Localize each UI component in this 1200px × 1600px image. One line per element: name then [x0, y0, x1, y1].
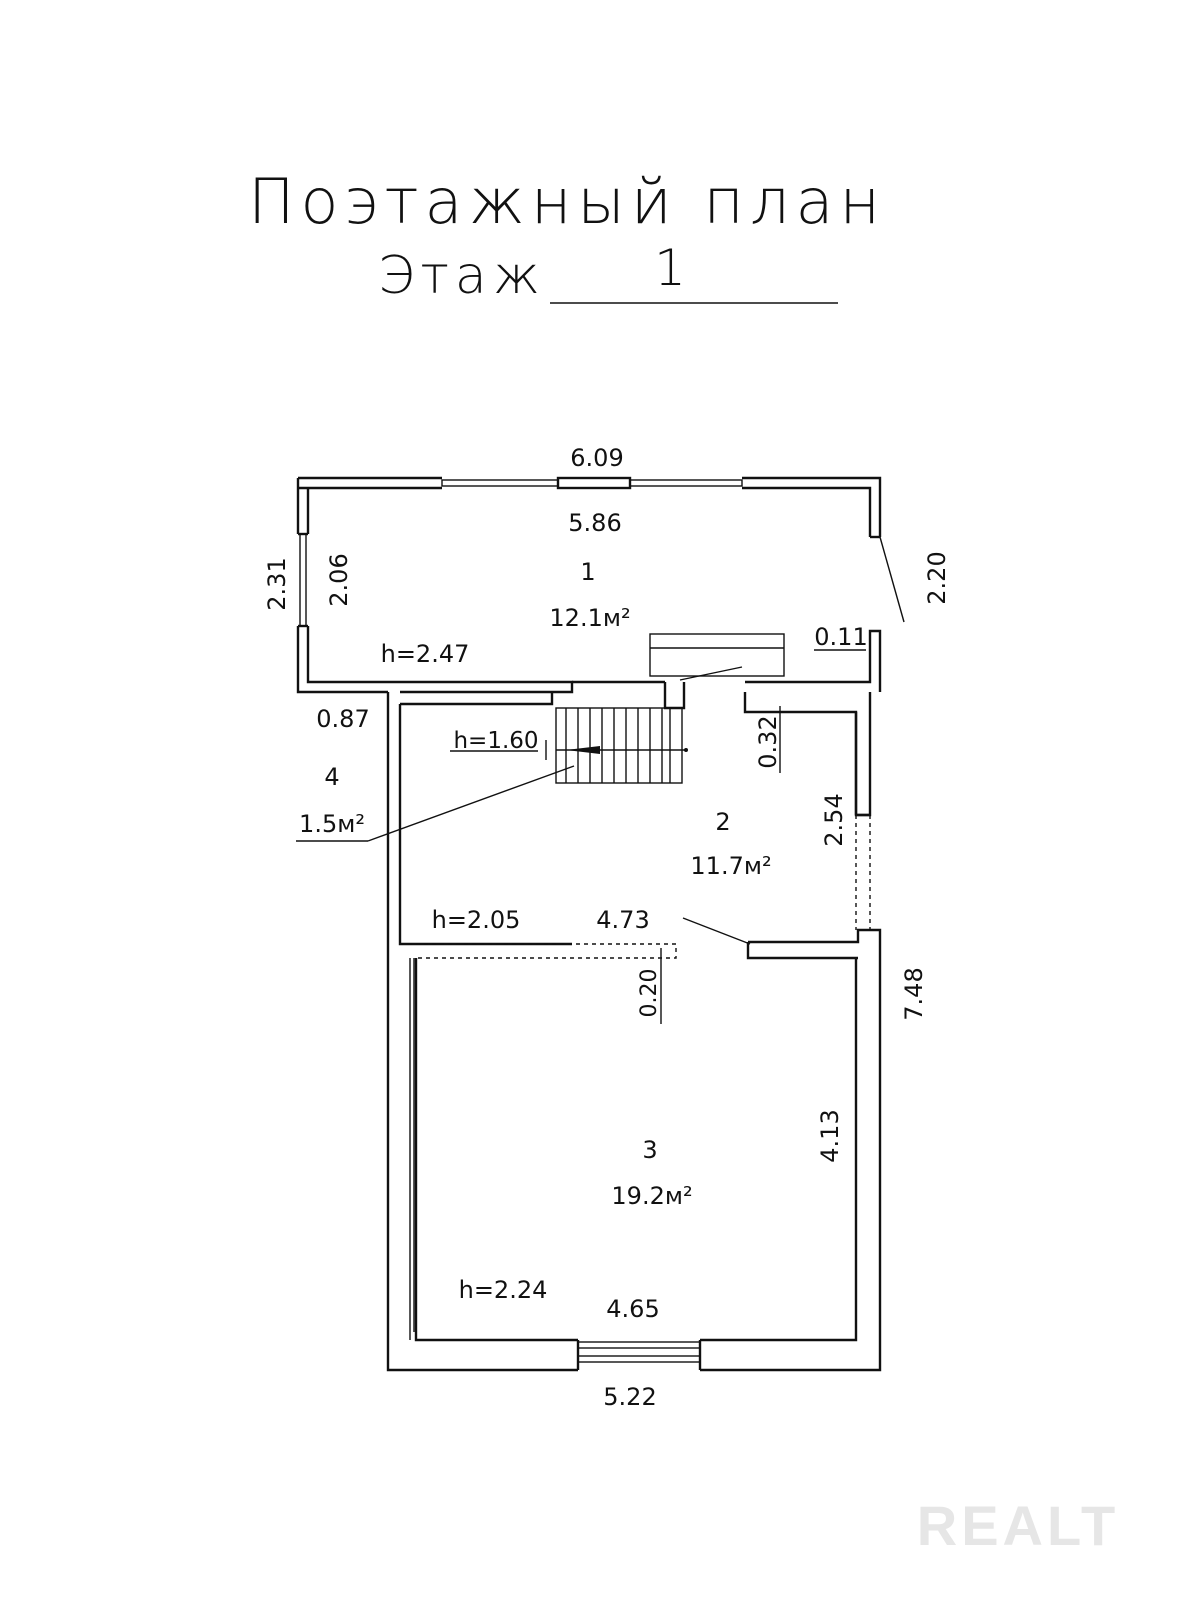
room-1-walls [296, 476, 905, 694]
dim-door-span: 2.54 [820, 793, 848, 846]
dim-room2-width: 4.73 [596, 906, 649, 934]
room-2-area: 11.7м² [690, 852, 771, 880]
dim-partition: 0.20 [637, 969, 662, 1018]
room-4-number: 4 [324, 763, 339, 791]
watermark-logo: REALT [917, 1494, 1120, 1557]
leader-room2 [682, 917, 751, 945]
room-2-walls [386, 682, 882, 1372]
floor-number: 1 [654, 239, 692, 297]
room-3-number: 3 [642, 1136, 657, 1164]
leader-room4 [367, 765, 575, 842]
diagonal-line [879, 536, 905, 623]
room-3-height: h=2.24 [459, 1276, 548, 1304]
dim-left-offset: 0.87 [316, 705, 369, 733]
dim-total-height: 7.48 [900, 967, 928, 1020]
window-top-left [441, 479, 559, 487]
step-block [649, 633, 785, 677]
dim-room1-inner-height: 2.06 [325, 553, 353, 606]
dim-wall-gap: 0.32 [754, 715, 782, 768]
page-title: Поэтажный план [248, 165, 886, 238]
room-2-height: h=2.05 [432, 906, 521, 934]
window-bottom [577, 1341, 701, 1349]
window-top-right [629, 479, 743, 487]
dim-room1-outer-width: 6.09 [570, 444, 623, 472]
dim-room3-outer-width: 5.22 [603, 1383, 656, 1411]
floor-label: Этаж [378, 246, 546, 306]
room-3-walls [414, 958, 858, 1370]
room-1-area: 12.1м² [549, 604, 630, 632]
room-2-number: 2 [715, 808, 730, 836]
dim-room3-height: 4.13 [816, 1109, 844, 1162]
window-left [299, 533, 307, 627]
dim-room3-inner-width: 4.65 [606, 1295, 659, 1323]
room-4-height: h=1.60 [453, 728, 538, 754]
dim-room1-diagonal: 2.20 [923, 551, 951, 604]
dim-step-offset: 0.11 [814, 623, 867, 651]
dim-room1-outer-height: 2.31 [263, 557, 291, 610]
staircase [545, 707, 688, 784]
dim-room1-inner-width: 5.86 [568, 509, 621, 537]
room-3-area: 19.2м² [611, 1182, 692, 1210]
room-1-number: 1 [580, 558, 595, 586]
room-1-height: h=2.47 [381, 640, 470, 668]
leader-stairs [679, 666, 743, 681]
room-4-area: 1.5м² [299, 810, 365, 838]
